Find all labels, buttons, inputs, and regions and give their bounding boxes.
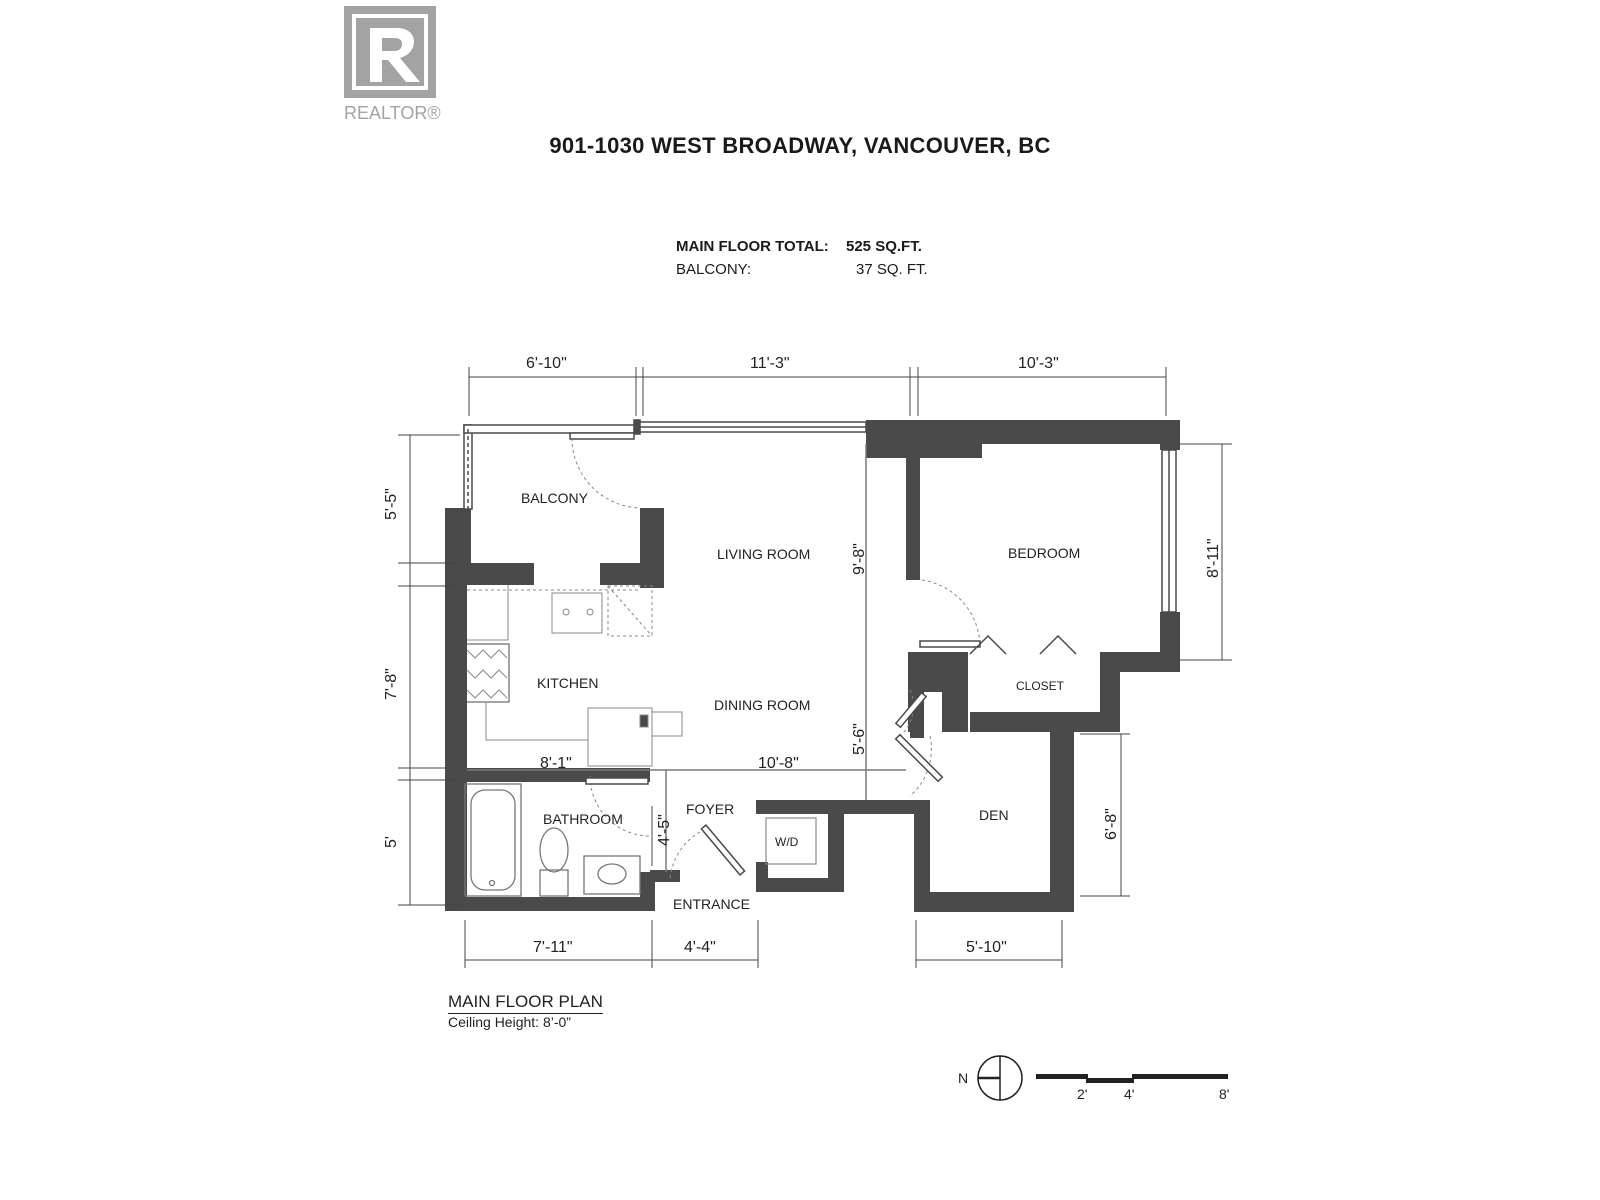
balcony-area-label: BALCONY: <box>676 261 752 278</box>
dim-left-bathroom: 5' <box>383 836 400 848</box>
dim-bottom-den: 5'-10" <box>966 939 1007 956</box>
kitchen-fixtures <box>462 585 683 767</box>
dim-bottom-bathroom: 7'-11" <box>533 939 573 956</box>
dim-den-height: 6'-8" <box>1103 808 1120 840</box>
living-window <box>633 419 867 435</box>
closet-bifold-doors <box>969 634 1077 655</box>
door-leaves <box>569 432 981 876</box>
bathroom-fixtures <box>464 783 641 897</box>
dimension-lines <box>398 367 1232 968</box>
dim-top-living: 11'-3" <box>750 355 790 372</box>
dim-kitchen-width: 8'-1" <box>540 755 572 772</box>
main-floor-total-label: MAIN FLOOR TOTAL: <box>676 238 829 255</box>
door-swings <box>571 437 981 881</box>
property-address: 901-1030 WEST BROADWAY, VANCOUVER, BC <box>549 133 1051 158</box>
compass-north-label: N <box>958 1070 968 1086</box>
walls <box>445 420 1180 912</box>
balcony-area-value: 37 SQ. FT. <box>856 261 928 278</box>
dim-living-height: 9'-8" <box>851 543 868 575</box>
washer-dryer <box>765 817 817 865</box>
dim-left-kitchen: 7'-8" <box>383 668 400 700</box>
dim-left-balcony: 5'-5" <box>383 488 400 520</box>
partition-lines <box>467 444 906 872</box>
main-floor-total-value: 525 SQ.FT. <box>846 238 922 255</box>
scale-label-2: 2' <box>1077 1086 1087 1102</box>
room-label-living-room: LIVING ROOM <box>717 546 810 562</box>
dim-bottom-entrance: 4'-4" <box>684 939 716 956</box>
room-label-den: DEN <box>979 807 1009 823</box>
ceiling-height: Ceiling Height: 8’-0” <box>448 1014 571 1030</box>
room-label-kitchen: KITCHEN <box>537 675 598 691</box>
dim-foyer-height: 4'-5" <box>656 814 673 846</box>
realtor-logo: REALTOR® <box>344 6 441 123</box>
dim-dining-width: 10'-8" <box>758 755 799 772</box>
dim-top-balcony: 6'-10" <box>526 355 567 372</box>
room-label-entrance: ENTRANCE <box>673 896 750 912</box>
dim-top-bedroom: 10'-3" <box>1018 355 1059 372</box>
scale-label-8: 8' <box>1219 1086 1229 1102</box>
room-label-foyer: FOYER <box>686 801 734 817</box>
room-label-balcony: BALCONY <box>521 490 589 506</box>
room-label-wd: W/D <box>775 835 799 849</box>
realtor-logo-text: REALTOR® <box>344 103 441 123</box>
scale-label-4: 4' <box>1124 1086 1134 1102</box>
room-label-bedroom: BEDROOM <box>1008 545 1080 561</box>
dim-bedroom-height: 8'-11" <box>1205 538 1222 578</box>
dim-dining-height: 5'-6" <box>851 723 868 755</box>
scale-bar <box>1036 1074 1228 1083</box>
room-label-dining-room: DINING ROOM <box>714 697 810 713</box>
plan-title: MAIN FLOOR PLAN <box>448 992 603 1014</box>
north-compass-icon <box>977 1055 1023 1101</box>
room-label-bathroom: BATHROOM <box>543 811 623 827</box>
room-label-closet: CLOSET <box>1016 679 1065 693</box>
bedroom-window <box>1161 449 1177 613</box>
